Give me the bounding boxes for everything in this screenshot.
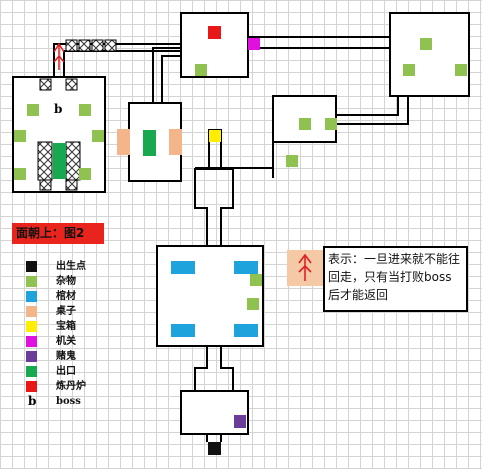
exit-tile <box>53 143 66 179</box>
chest-swatch <box>26 321 37 332</box>
table-swatch <box>26 306 37 317</box>
furnace-tile <box>208 26 221 39</box>
debris-items <box>14 38 467 310</box>
gambler-tile <box>234 415 246 428</box>
boss-letter: b <box>28 394 37 408</box>
table-tile <box>169 129 182 155</box>
legend-label: 炼丹炉 <box>56 381 86 392</box>
legend-label: 棺材 <box>56 291 76 302</box>
legend-label: 机关 <box>56 336 76 347</box>
coffins <box>171 261 258 337</box>
switch-tile <box>248 38 260 50</box>
one-way-door-icon <box>53 42 65 70</box>
room-top-center <box>180 12 249 78</box>
chest-tile <box>209 130 221 142</box>
table-tile <box>117 129 130 155</box>
furnace-swatch <box>26 381 37 392</box>
tables <box>117 129 182 155</box>
map-title-banner: 面朝上：图2 <box>12 223 104 244</box>
legend-label: 出口 <box>56 366 76 377</box>
one-way-arrow-icon <box>298 253 312 281</box>
legend-label: 桌子 <box>56 306 76 317</box>
legend-label: 出生点 <box>56 261 86 272</box>
legend-label: 杂物 <box>56 276 76 287</box>
legend-label: 宝箱 <box>56 321 76 332</box>
boss-marker: b <box>54 102 63 116</box>
exits <box>53 130 156 179</box>
spawn-tile <box>208 442 221 455</box>
debris-swatch <box>26 276 37 287</box>
one-way-door-icon <box>287 250 323 286</box>
spawn-swatch <box>26 261 37 272</box>
legend-label: boss <box>56 396 81 407</box>
gambler-swatch <box>26 351 37 362</box>
note-box: 表示：一旦进来就不能往回走，只有当打败boss后才能返回 <box>323 246 468 312</box>
gates <box>37 39 117 191</box>
coffin-swatch <box>26 291 37 302</box>
exit-tile <box>143 130 156 156</box>
exit-swatch <box>26 366 37 377</box>
room-top-right <box>389 12 470 97</box>
legend-label: 赌鬼 <box>56 351 76 362</box>
switch-swatch <box>26 336 37 347</box>
